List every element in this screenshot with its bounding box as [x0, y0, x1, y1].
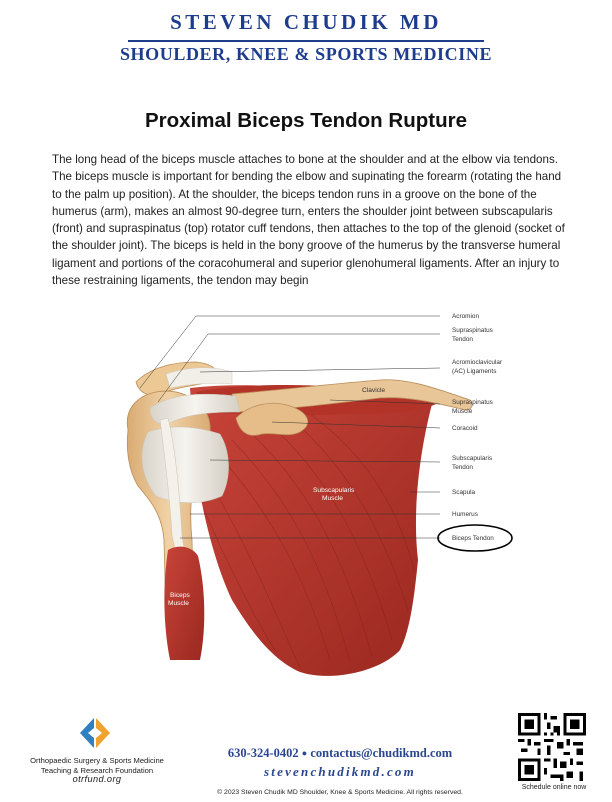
brand-name: STEVEN CHUDIK MD — [170, 10, 442, 34]
email-link[interactable]: contactus@chudikmd.com — [310, 746, 453, 760]
phone-number[interactable]: 630-324-0402 — [227, 746, 299, 760]
ac-ligament-shape — [165, 367, 233, 389]
label-biceps-muscle: Biceps — [170, 592, 190, 599]
subscapularis-tendon-shape — [141, 426, 229, 503]
foundation-line-2: Teaching & Research Foundation — [40, 765, 154, 775]
subscapularis-muscle-shape — [190, 385, 432, 676]
muscle-striations — [203, 413, 415, 669]
label-subscapularis-muscle-2: Muscle — [322, 495, 343, 502]
label-biceps-muscle-2: Muscle — [168, 600, 189, 607]
label-supraspinatus-tendon-2: Tendon — [452, 336, 473, 343]
label-ac-ligaments-2: (AC) Ligaments — [452, 368, 496, 375]
label-ac-ligaments: Acromioclavicular — [452, 359, 503, 366]
foundation-info: Orthopaedic Surgery & Sports Medicine Te… — [18, 756, 176, 785]
label-supraspinatus-muscle-2: Muscle — [452, 408, 473, 415]
label-clavicle: Clavicle — [362, 387, 385, 394]
leader-lines — [139, 315, 441, 539]
label-biceps-tendon: Biceps Tendon — [452, 535, 494, 542]
label-supraspinatus-muscle: Supraspinatus — [452, 399, 493, 406]
supraspinatus-tendon-shape — [149, 393, 241, 425]
shoulder-anatomy-illustration: Acromion Supraspinatus Tendon Acromiocla… — [126, 313, 513, 676]
brand-tagline: SHOULDER, KNEE & SPORTS MEDICINE — [119, 44, 493, 64]
label-scapula: Scapula — [452, 489, 476, 496]
foundation-logo-icon — [80, 718, 110, 748]
foundation-line-1: Orthopaedic Surgery & Sports Medicine — [30, 756, 164, 765]
schedule-online-text[interactable]: Schedule online now — [521, 784, 587, 791]
qr-code-icon[interactable] — [518, 713, 586, 781]
website-link[interactable]: stevenchudikmd.com — [264, 764, 416, 779]
biceps-muscle-shape — [164, 546, 205, 660]
label-supraspinatus-tendon: Supraspinatus — [452, 327, 493, 334]
label-coracoid: Coracoid — [452, 425, 478, 432]
label-acromion: Acromion — [452, 313, 479, 320]
coracoid-shape — [235, 403, 309, 436]
label-subscapularis-muscle: Subscapularis — [313, 487, 355, 494]
highlight-circle — [437, 524, 513, 552]
header-divider — [128, 40, 484, 42]
label-subscapularis-tendon: Subscapularis — [452, 455, 492, 462]
label-humerus: Humerus — [452, 511, 478, 518]
clavicle-shape — [231, 379, 473, 413]
copyright: © 2023 Steven Chudik MD Shoulder, Knee &… — [217, 789, 463, 796]
document-body: The long head of the biceps muscle attac… — [52, 153, 565, 288]
foundation-url[interactable]: otrfund.org — [72, 774, 122, 785]
document-title: Proximal Biceps Tendon Rupture — [145, 109, 467, 132]
label-subscapularis-tendon-2: Tendon — [452, 464, 473, 471]
contact-line: 630-324-0402 ● contactus@chudikmd.com — [190, 746, 490, 761]
separator-dot-icon: ● — [301, 748, 308, 758]
